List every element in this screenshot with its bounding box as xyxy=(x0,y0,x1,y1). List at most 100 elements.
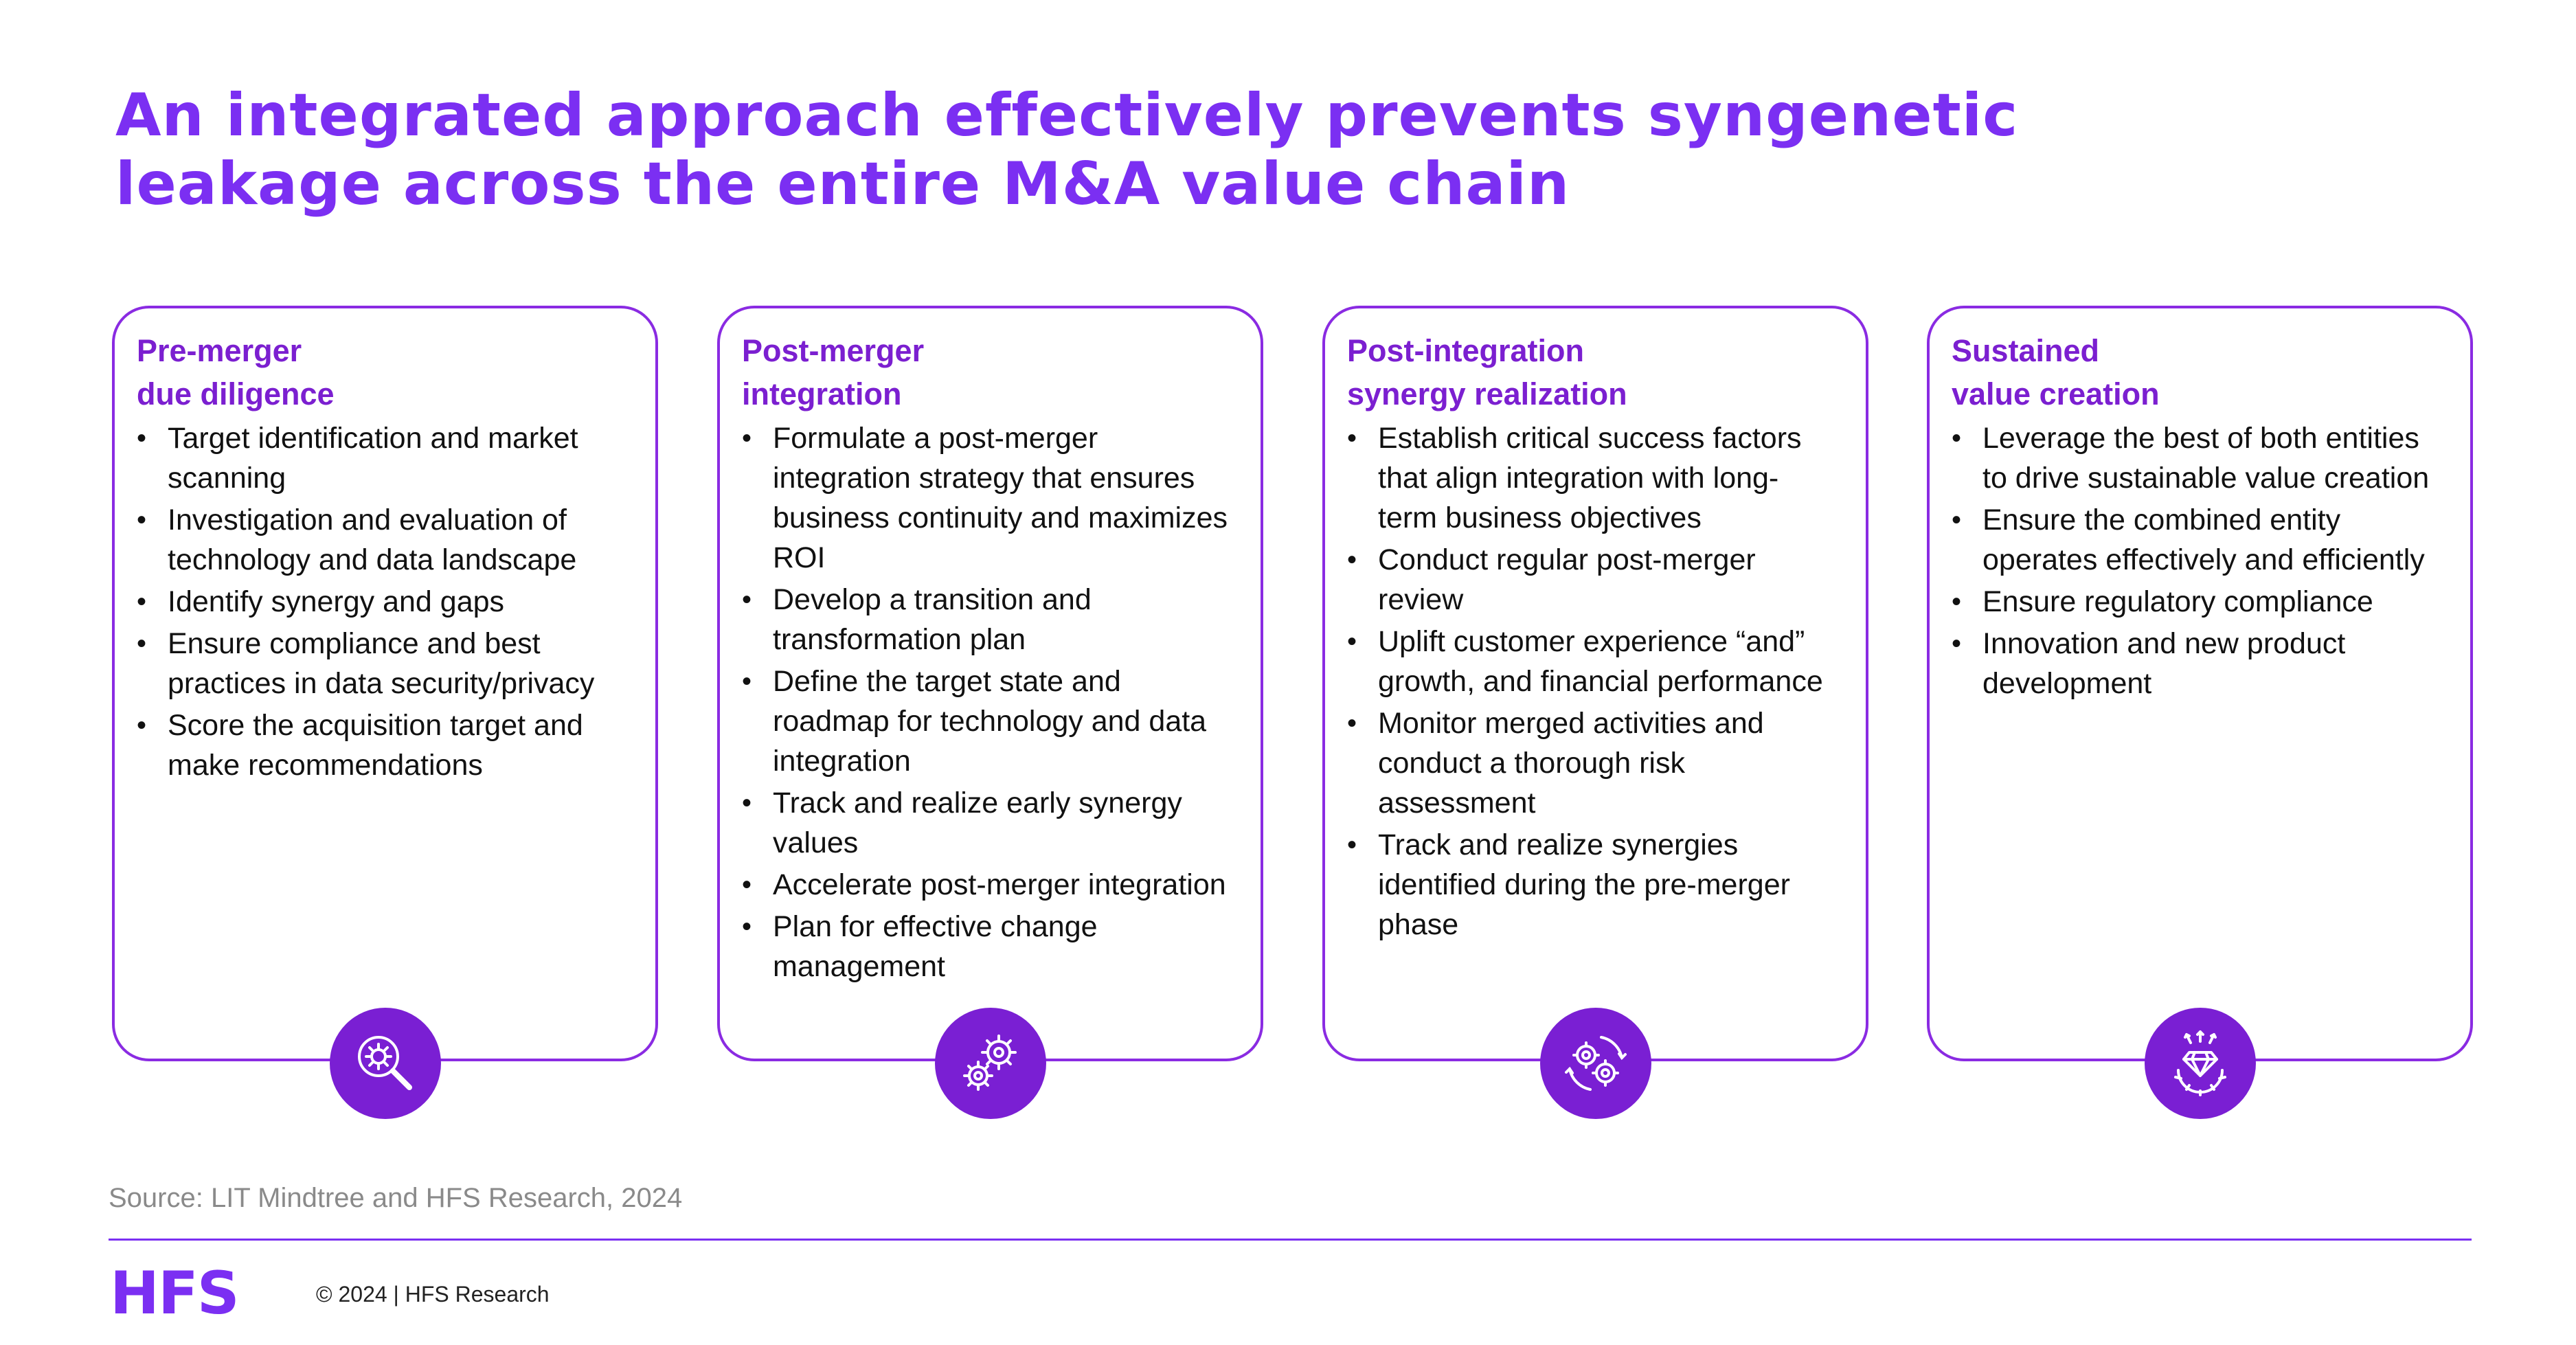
bullet-line: Uplift customer experience “and” xyxy=(1378,625,1805,658)
bullet-dot: • xyxy=(742,912,752,942)
gears-icon xyxy=(935,1008,1046,1119)
bullet-dot: • xyxy=(1952,629,1962,659)
bullet-line: Monitor merged activities and xyxy=(1378,707,1764,740)
bullet-line: Score the acquisition target and xyxy=(168,709,583,742)
bullet-dot: • xyxy=(137,710,147,741)
bullet-item: • Investigation and evaluation of technolo… xyxy=(137,500,645,580)
card-heading-line-1: Post-merger xyxy=(742,333,925,368)
gears-cycle-icon xyxy=(1540,1008,1651,1119)
bullet-line: values xyxy=(773,826,859,859)
card-heading-line-2: due diligence xyxy=(137,376,335,411)
bullet-item: • Develop a transition and transformation … xyxy=(742,580,1250,659)
bullet-line: Conduct regular post-merger xyxy=(1378,543,1756,576)
bullet-line: Innovation and new product xyxy=(1982,627,2346,660)
bullet-line: identified during the pre-merger xyxy=(1378,868,1790,901)
bullet-item: • Establish critical success factors that … xyxy=(1347,418,1855,538)
source-note: Source: LIT Mindtree and HFS Research, 2… xyxy=(109,1183,683,1213)
card-heading: Sustained value creation xyxy=(1952,329,2160,416)
bullet-item: • Conduct regular post-merger review xyxy=(1347,540,1855,620)
bullet-dot: • xyxy=(1347,423,1357,453)
card-heading-line-2: integration xyxy=(742,376,902,411)
bullet-line: integration xyxy=(773,745,911,778)
page-title: An integrated approach effectively preve… xyxy=(115,81,2485,218)
bullet-dot: • xyxy=(1952,587,1962,617)
bullet-dot: • xyxy=(742,423,752,453)
bullet-item: • Formulate a post-merger integration stra… xyxy=(742,418,1250,578)
hfs-logo: HFS xyxy=(110,1259,240,1328)
bullet-line: practices in data security/privacy xyxy=(168,667,595,700)
bullet-line: Develop a transition and xyxy=(773,583,1092,616)
card-sustained-value: Sustained value creation • Leverage the b… xyxy=(1927,306,2473,1061)
bullet-line: Establish critical success factors xyxy=(1378,422,1802,455)
card-heading: Post-integration synergy realization xyxy=(1347,329,1627,416)
bullet-line: management xyxy=(773,950,945,983)
bullet-line: term business objectives xyxy=(1378,501,1702,534)
bullet-list: • Establish critical success factors that … xyxy=(1347,418,1855,947)
bullet-line: Ensure compliance and best xyxy=(168,627,541,660)
bullet-line: assessment xyxy=(1378,787,1536,820)
bullet-line: Target identification and market xyxy=(168,422,578,455)
page-title-line-1: An integrated approach effectively preve… xyxy=(115,81,2019,150)
card-heading-line-1: Post-integration xyxy=(1347,333,1584,368)
bullet-line: review xyxy=(1378,583,1464,616)
bullet-item: • Score the acquisition target and make re… xyxy=(137,705,645,785)
bullet-dot: • xyxy=(1347,545,1357,575)
bullet-line: Formulate a post-merger xyxy=(773,422,1098,455)
bullet-dot: • xyxy=(137,629,147,659)
bullet-item: • Leverage the best of both entities to dr… xyxy=(1952,418,2460,498)
card-heading: Pre-merger due diligence xyxy=(137,329,335,416)
bullet-dot: • xyxy=(137,505,147,535)
bullet-line: Leverage the best of both entities xyxy=(1982,422,2419,455)
card-heading-line-1: Sustained xyxy=(1952,333,2100,368)
bullet-line: to drive sustainable value creation xyxy=(1982,462,2430,495)
bullet-item: • Innovation and new product development xyxy=(1952,624,2460,703)
bullet-line: scanning xyxy=(168,462,286,495)
bullet-line: Investigation and evaluation of xyxy=(168,504,567,536)
bullet-line: Track and realize early synergy xyxy=(773,787,1182,820)
bullet-dot: • xyxy=(137,587,147,617)
bullet-list: • Target identification and market scannin… xyxy=(137,418,645,787)
bullet-item: • Plan for effective change management xyxy=(742,907,1250,986)
card-heading: Post-merger integration xyxy=(742,329,924,416)
bullet-dot: • xyxy=(1347,626,1357,657)
card-heading-line-2: synergy realization xyxy=(1347,376,1627,411)
bullet-line: Plan for effective change xyxy=(773,910,1098,943)
diamond-gear-icon xyxy=(2145,1008,2256,1119)
bullet-line: Ensure the combined entity xyxy=(1982,504,2341,536)
magnifier-gear-icon xyxy=(330,1008,441,1119)
bullet-item: • Ensure compliance and best practices in … xyxy=(137,624,645,703)
bullet-dot: • xyxy=(742,870,752,900)
bullet-line: Define the target state and xyxy=(773,665,1121,698)
bullet-item: • Track and realize early synergy values xyxy=(742,783,1250,863)
bullet-line: Ensure regulatory compliance xyxy=(1982,585,2373,618)
bullet-dot: • xyxy=(1347,708,1357,738)
bullet-line: ROI xyxy=(773,541,826,574)
bullet-line: growth, and financial performance xyxy=(1378,665,1823,698)
bullet-line: development xyxy=(1982,667,2152,700)
card-heading-line-1: Pre-merger xyxy=(137,333,302,368)
bullet-line: make recommendations xyxy=(168,749,483,782)
bullet-line: transformation plan xyxy=(773,623,1026,656)
copyright-text: © 2024 | HFS Research xyxy=(316,1282,550,1307)
bullet-item: • Ensure regulatory compliance xyxy=(1952,582,2460,622)
bullet-line: Identify synergy and gaps xyxy=(168,585,505,618)
card-post-merger: Post-merger integration • Formulate a pos… xyxy=(717,306,1263,1061)
bullet-dot: • xyxy=(1952,423,1962,453)
bullet-dot: • xyxy=(742,788,752,818)
card-heading-line-2: value creation xyxy=(1952,376,2160,411)
bullet-list: • Leverage the best of both entities to dr… xyxy=(1952,418,2460,705)
page-title-line-2: leakage across the entire M&A value chai… xyxy=(115,150,1570,218)
bullet-line: integration strategy that ensures xyxy=(773,462,1195,495)
bullet-dot: • xyxy=(742,585,752,615)
bullet-line: Accelerate post-merger integration xyxy=(773,868,1226,901)
bullet-line: that align integration with long- xyxy=(1378,462,1779,495)
bullet-line: roadmap for technology and data xyxy=(773,705,1207,738)
bullet-line: Track and realize synergies xyxy=(1378,828,1739,861)
bullet-line: technology and data landscape xyxy=(168,543,577,576)
bullet-dot: • xyxy=(1952,505,1962,535)
footer-divider xyxy=(109,1239,2472,1241)
